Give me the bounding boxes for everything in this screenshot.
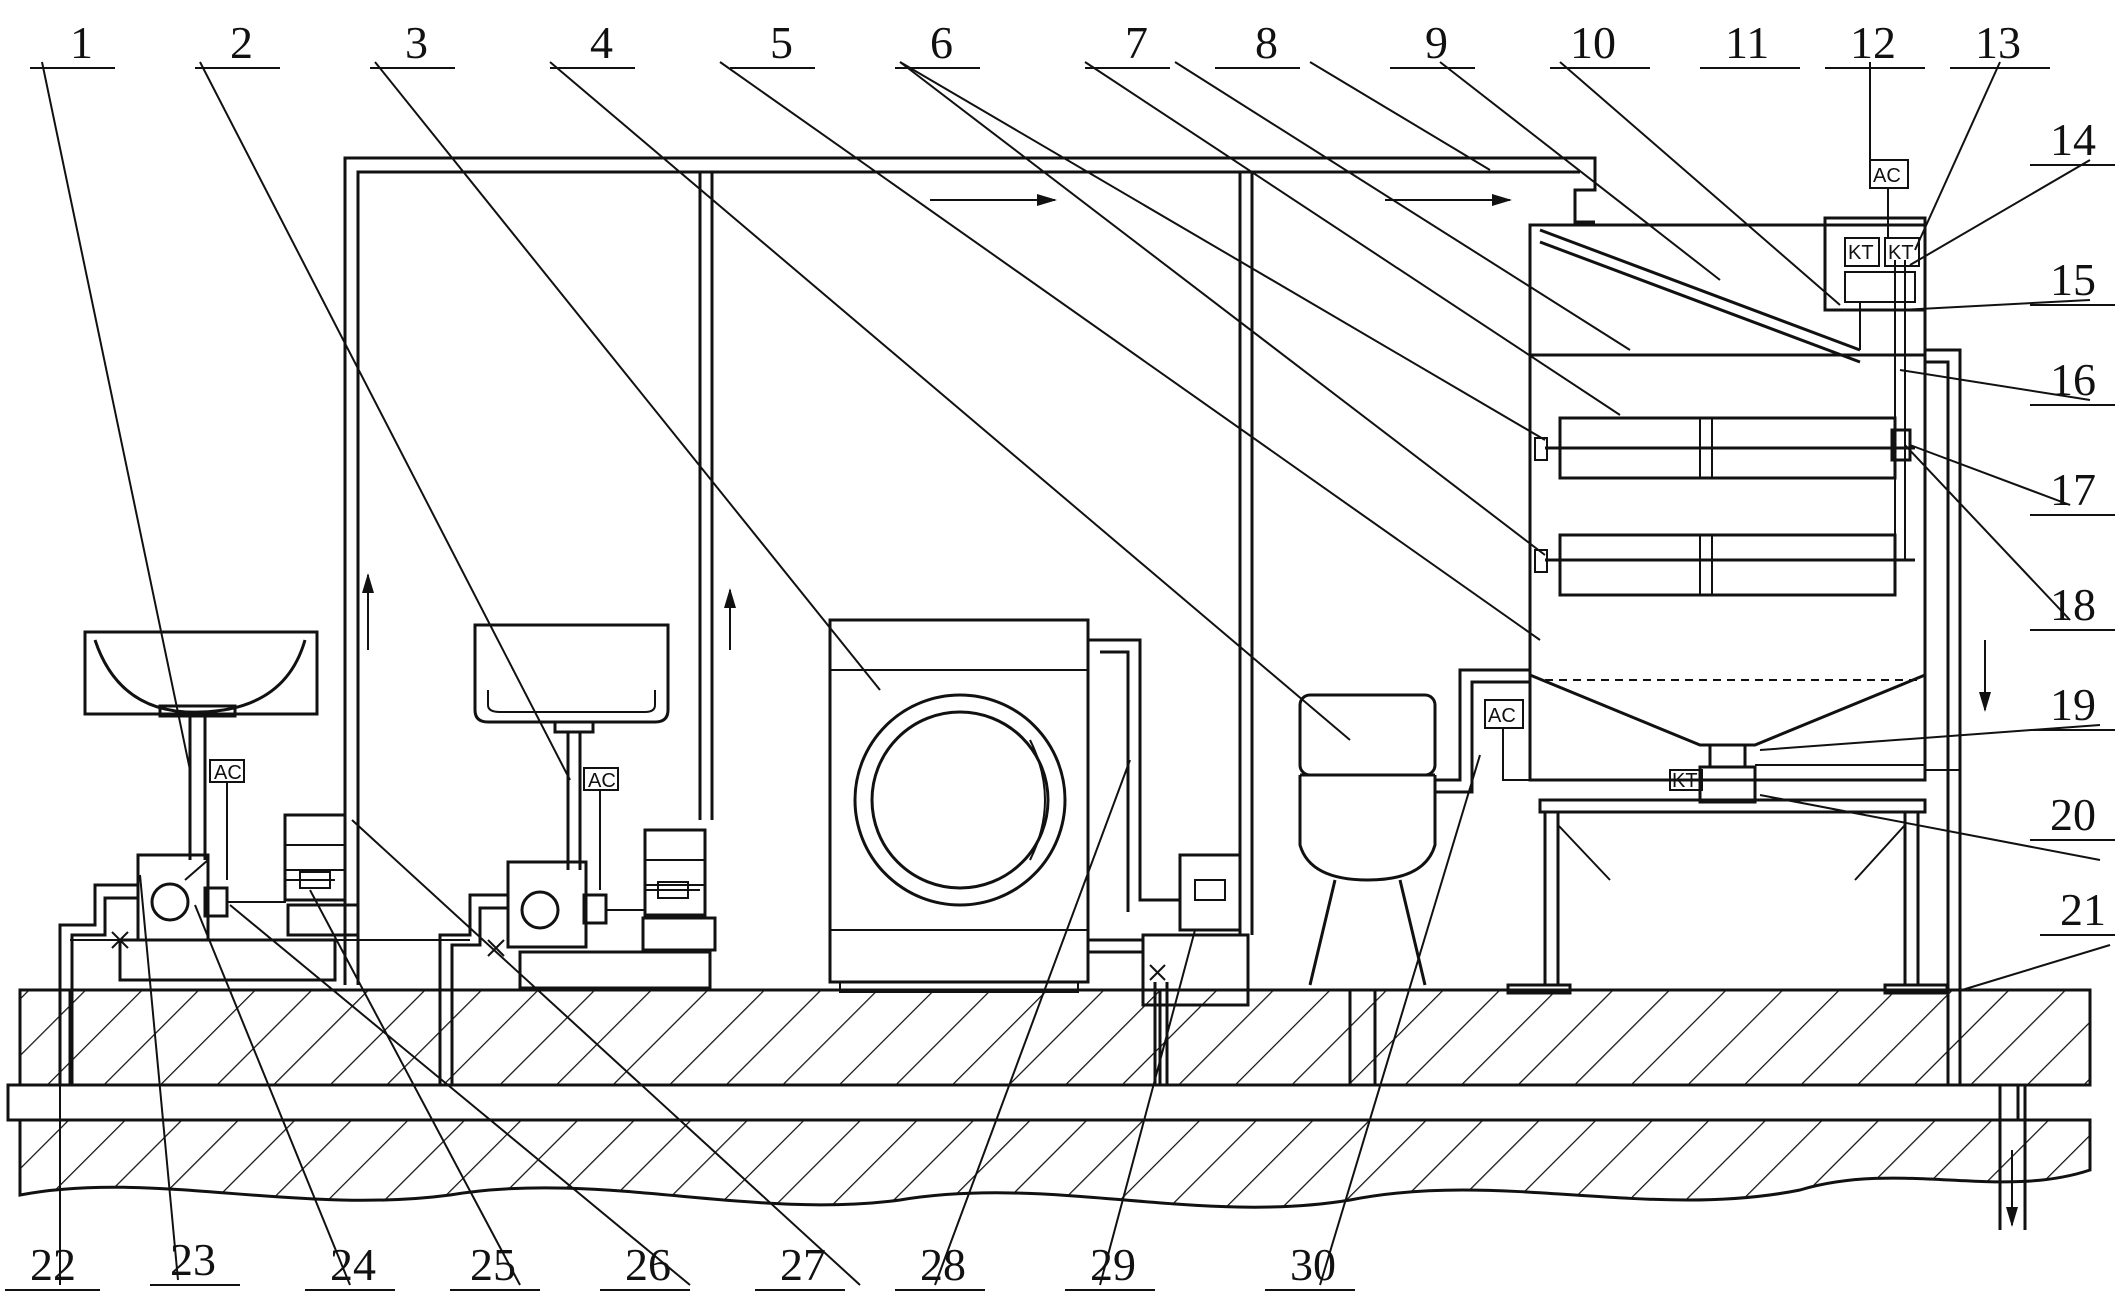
label-14: 14 xyxy=(2030,114,2115,166)
label-3: 3 xyxy=(370,17,455,69)
svg-text:9: 9 xyxy=(1425,17,1448,68)
label-26: 26 xyxy=(600,1239,690,1291)
label-7: 7 xyxy=(1085,17,1170,69)
treatment-tank: KT KT KT AC xyxy=(1506,159,1991,1085)
label-17: 17 xyxy=(2030,464,2115,516)
svg-text:12: 12 xyxy=(1850,17,1896,68)
toilet: AC xyxy=(1298,668,1690,986)
label-27: 27 xyxy=(755,1239,845,1291)
label-18: 18 xyxy=(2030,579,2115,631)
bottom-labels: 22 23 24 25 26 27 28 29 30 xyxy=(5,1234,1355,1291)
label-20: 20 xyxy=(2030,789,2115,841)
label-29: 29 xyxy=(1065,1239,1155,1291)
label-30: 30 xyxy=(1265,1239,1355,1291)
kt-tag: KT xyxy=(1848,242,1874,264)
svg-text:25: 25 xyxy=(470,1239,516,1290)
label-25: 25 xyxy=(450,1239,540,1291)
floor-slab xyxy=(6,988,2092,1230)
ac-tag: AC xyxy=(1873,165,1901,187)
svg-text:20: 20 xyxy=(2050,789,2096,840)
ac-tag: AC xyxy=(1488,705,1516,727)
label-11: 11 xyxy=(1700,17,1800,69)
ac-tag: AC xyxy=(214,762,242,784)
label-12: 12 xyxy=(1825,17,1925,69)
leader-lines xyxy=(41,61,2111,1286)
label-28: 28 xyxy=(895,1239,985,1291)
svg-text:3: 3 xyxy=(405,17,428,68)
svg-text:6: 6 xyxy=(930,17,953,68)
svg-text:7: 7 xyxy=(1125,17,1148,68)
svg-text:13: 13 xyxy=(1975,17,2021,68)
ac-tag: AC xyxy=(588,770,616,792)
svg-text:8: 8 xyxy=(1255,17,1278,68)
svg-text:11: 11 xyxy=(1725,17,1769,68)
label-10: 10 xyxy=(1550,17,1650,69)
svg-text:24: 24 xyxy=(330,1239,376,1290)
wash-basin-middle: AC xyxy=(438,623,717,1085)
label-4: 4 xyxy=(550,17,635,69)
right-labels: 14 15 16 17 18 19 20 21 xyxy=(2030,114,2115,936)
svg-text:1: 1 xyxy=(70,17,93,68)
svg-text:16: 16 xyxy=(2050,354,2096,405)
label-8: 8 xyxy=(1215,17,1300,69)
svg-text:5: 5 xyxy=(770,17,793,68)
svg-text:2: 2 xyxy=(230,17,253,68)
label-19: 19 xyxy=(2030,679,2115,731)
svg-text:30: 30 xyxy=(1290,1239,1336,1290)
svg-text:17: 17 xyxy=(2050,464,2096,515)
washing-machine xyxy=(828,618,1250,1085)
label-2: 2 xyxy=(195,17,280,69)
label-21: 21 xyxy=(2040,884,2115,936)
svg-text:29: 29 xyxy=(1090,1239,1136,1290)
label-13: 13 xyxy=(1950,17,2050,69)
svg-text:23: 23 xyxy=(170,1234,216,1285)
label-16: 16 xyxy=(2030,354,2115,406)
svg-text:22: 22 xyxy=(30,1239,76,1290)
overhead-pipe xyxy=(343,156,1597,985)
label-24: 24 xyxy=(305,1239,395,1291)
label-6: 6 xyxy=(895,17,980,69)
svg-text:10: 10 xyxy=(1570,17,1616,68)
svg-text:28: 28 xyxy=(920,1239,966,1290)
svg-text:4: 4 xyxy=(590,17,613,68)
label-15: 15 xyxy=(2030,254,2115,306)
label-22: 22 xyxy=(5,1239,100,1291)
kt-tag: KT xyxy=(1672,770,1698,792)
label-1: 1 xyxy=(30,17,115,69)
svg-text:15: 15 xyxy=(2050,254,2096,305)
svg-text:18: 18 xyxy=(2050,579,2096,630)
svg-text:21: 21 xyxy=(2060,884,2106,935)
svg-text:26: 26 xyxy=(625,1239,671,1290)
label-5: 5 xyxy=(730,17,815,69)
label-23: 23 xyxy=(150,1234,240,1286)
svg-text:19: 19 xyxy=(2050,679,2096,730)
top-labels: 1 2 3 4 5 6 7 8 9 10 11 12 13 xyxy=(30,17,2050,69)
svg-text:14: 14 xyxy=(2050,114,2096,165)
svg-text:27: 27 xyxy=(780,1239,826,1290)
kt-tag: KT xyxy=(1888,242,1914,264)
label-9: 9 xyxy=(1390,17,1475,69)
